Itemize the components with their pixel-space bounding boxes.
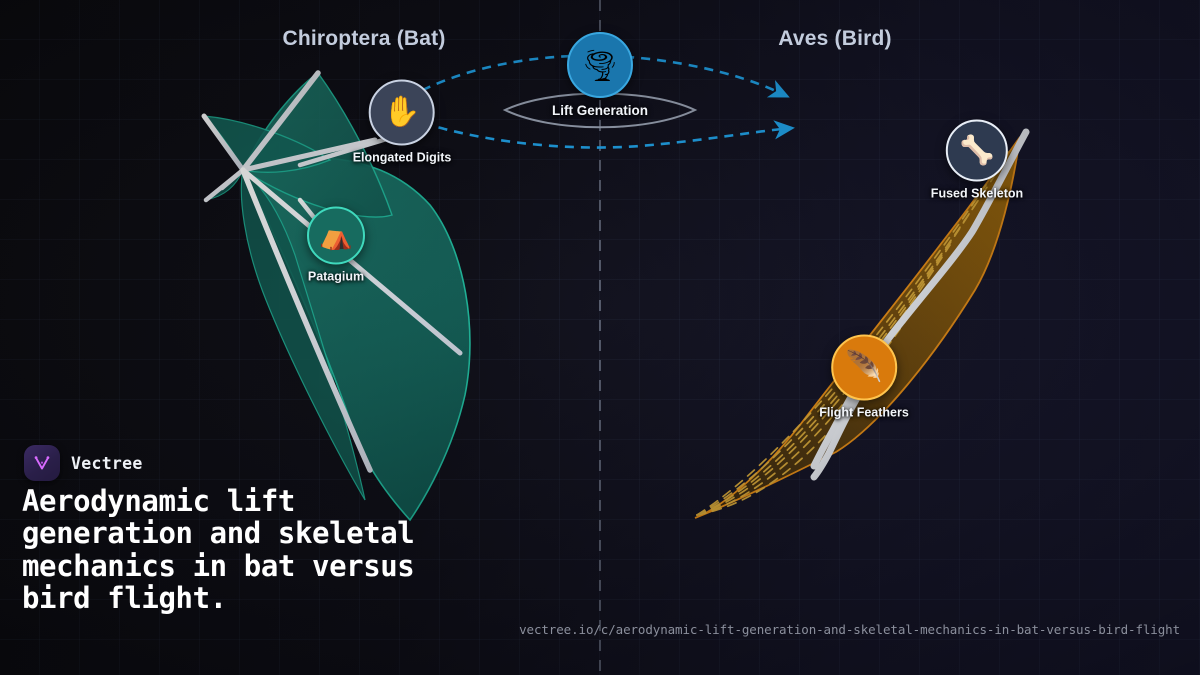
node-label-fused-skeleton: Fused Skeleton bbox=[930, 186, 1024, 201]
node-label-lift-generation: Lift Generation bbox=[551, 103, 649, 118]
tent-icon: ⛺ bbox=[307, 206, 365, 265]
node-lift-generation[interactable]: 🌪 Lift Generation bbox=[552, 32, 648, 118]
column-title-bird: Aves (Bird) bbox=[778, 27, 892, 50]
airfoil-lens bbox=[502, 92, 698, 129]
feather-icon: 🪶 bbox=[831, 334, 897, 401]
node-label-patagium: Patagium bbox=[307, 269, 365, 284]
bone-icon: 🦴 bbox=[945, 119, 1008, 182]
node-fused-skeleton[interactable]: 🦴 Fused Skeleton bbox=[930, 119, 1024, 201]
column-title-bat: Chiroptera (Bat) bbox=[282, 27, 446, 50]
bat-wing-illustration bbox=[201, 70, 471, 522]
tornado-icon: 🌪 bbox=[566, 32, 633, 98]
headline: Aerodynamic lift generation and skeletal… bbox=[22, 484, 415, 616]
airflow-upper-streamline bbox=[407, 54, 790, 100]
node-label-elongated-digits: Elongated Digits bbox=[352, 150, 452, 165]
brand-lockup: Vectree bbox=[24, 445, 143, 481]
node-elongated-digits[interactable]: ✋ Elongated Digits bbox=[352, 79, 452, 165]
node-flight-feathers[interactable]: 🪶 Flight Feathers bbox=[819, 334, 909, 420]
raised-hand-icon: ✋ bbox=[369, 79, 435, 146]
airflow-streamlines bbox=[407, 54, 795, 149]
node-patagium[interactable]: ⛺ Patagium bbox=[307, 206, 365, 284]
airflow-lower-streamline bbox=[407, 116, 795, 149]
node-label-flight-feathers: Flight Feathers bbox=[819, 405, 909, 420]
source-url: vectree.io/c/aerodynamic-lift-generation… bbox=[519, 622, 1180, 637]
vectree-v-logo-icon bbox=[24, 445, 60, 481]
brand-name: Vectree bbox=[71, 453, 143, 473]
